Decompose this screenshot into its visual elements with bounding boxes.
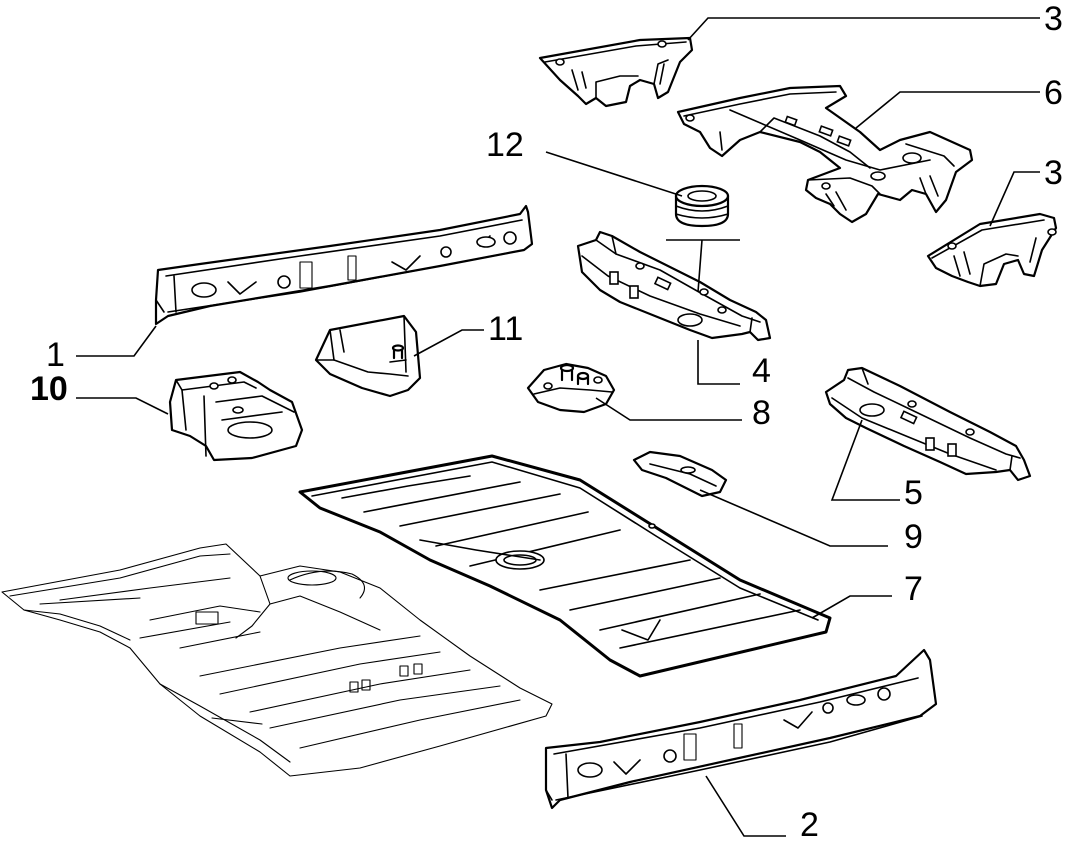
- part-3-upper-bracket: [538, 36, 694, 108]
- part-4-rear-side-member: [576, 230, 772, 342]
- leader-9: [699, 489, 888, 547]
- callout-5: 5: [904, 474, 923, 512]
- leader-11: [413, 329, 484, 357]
- callout-6: 6: [1044, 74, 1063, 112]
- part-8-small-bracket: [526, 362, 616, 414]
- callout-4: 4: [752, 352, 771, 390]
- leader-4: [697, 340, 740, 385]
- callout-9: 9: [904, 518, 923, 556]
- part-3-lower-bracket: [926, 212, 1058, 288]
- part-9-small-plate: [632, 450, 728, 498]
- leader-5: [830, 419, 900, 501]
- leader-3b: [989, 171, 1040, 227]
- leader-12-bracket: [666, 239, 740, 293]
- leader-lines: [76, 17, 1040, 837]
- part-6-cross-member: [676, 84, 974, 224]
- leader-7: [811, 595, 892, 619]
- part-11-mount: [314, 314, 422, 398]
- leader-1: [76, 325, 157, 357]
- part-5-rear-side-member: [824, 366, 1032, 482]
- front-floor-panel: [1, 543, 553, 777]
- callout-3-right: 3: [1044, 154, 1063, 192]
- part-7-rear-floor-panel: [298, 454, 832, 678]
- callout-3-top: 3: [1044, 0, 1063, 38]
- callout-11: 11: [488, 310, 523, 348]
- part-10-bracket: [168, 370, 304, 462]
- callout-1: 1: [46, 336, 65, 374]
- callout-2: 2: [800, 806, 819, 842]
- callout-7: 7: [904, 570, 923, 608]
- leader-6: [855, 91, 1040, 129]
- leader-8: [595, 397, 742, 421]
- leader-10: [76, 397, 169, 415]
- leader-12: [545, 151, 683, 197]
- part-12-bump-stop: [674, 184, 730, 228]
- callout-8: 8: [752, 394, 771, 432]
- leader-2: [705, 775, 786, 837]
- callout-12: 12: [486, 126, 524, 164]
- leader-3a: [687, 17, 1040, 41]
- callout-10: 10: [30, 370, 68, 408]
- callouts: 3 6 3 12 11 1 10 4 8 5 9 7 2: [30, 0, 1063, 842]
- part-1-left-sill: [154, 204, 534, 326]
- part-2-right-sill: [544, 648, 938, 810]
